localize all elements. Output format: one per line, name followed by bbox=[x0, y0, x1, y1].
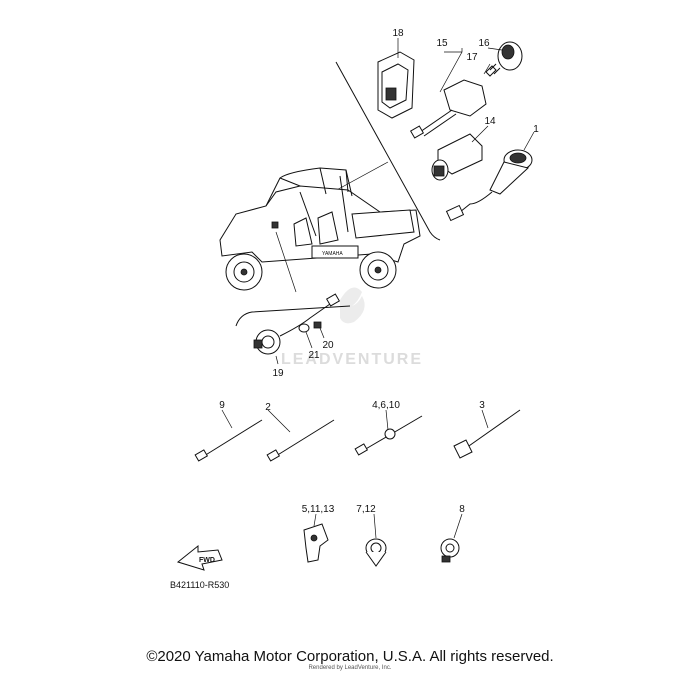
group-bracket-lower bbox=[235, 305, 351, 327]
callout-3: 3 bbox=[479, 400, 485, 411]
callout-14: 14 bbox=[484, 116, 496, 127]
callout-2: 2 bbox=[265, 402, 271, 413]
part-20-nut bbox=[313, 321, 325, 339]
part-16-knob bbox=[487, 41, 523, 71]
part-7-12-clip bbox=[365, 513, 387, 567]
svg-text:YAMAHA: YAMAHA bbox=[322, 251, 343, 257]
part-code: B421110-R530 bbox=[170, 580, 229, 590]
part-2-cable-tie bbox=[266, 409, 335, 462]
callout-15: 15 bbox=[436, 38, 448, 49]
watermark: LEADVENTURE bbox=[281, 287, 423, 368]
callout-19: 19 bbox=[272, 368, 284, 379]
fwd-label: FWD bbox=[199, 557, 215, 564]
part-9-cable-tie bbox=[194, 409, 263, 462]
part-19-harness bbox=[253, 293, 341, 365]
callout-20: 20 bbox=[322, 340, 334, 351]
group-bracket-upper bbox=[335, 61, 441, 241]
part-1-socket bbox=[445, 131, 535, 222]
part-15-switch bbox=[409, 48, 487, 139]
callout-16: 16 bbox=[478, 38, 490, 49]
part-21-washer bbox=[298, 323, 313, 349]
callout-1: 1 bbox=[533, 124, 539, 135]
callout-7-12: 7,12 bbox=[356, 504, 376, 515]
part-3-cable-tie bbox=[453, 409, 521, 459]
callout-21: 21 bbox=[308, 350, 320, 361]
callout-18: 18 bbox=[392, 28, 404, 39]
callout-labels: 1 2 3 4,6,10 5,11,13 7,12 8 9 14 15 16 1… bbox=[219, 28, 539, 515]
callout-5-11-13: 5,11,13 bbox=[302, 504, 335, 515]
part-8-clip bbox=[440, 513, 463, 563]
callout-9: 9 bbox=[219, 400, 225, 411]
vehicle-illustration: YAMAHA bbox=[219, 167, 421, 291]
part-14-sensor bbox=[431, 125, 489, 181]
part-18-module bbox=[377, 38, 415, 119]
rendered-by-note: Rendered by LeadVenture, Inc. bbox=[308, 665, 392, 671]
part-17-spring bbox=[483, 63, 501, 77]
part-4-6-10-clamp-tie bbox=[354, 409, 423, 456]
copyright-footer: ©2020 Yamaha Motor Corporation, U.S.A. A… bbox=[146, 648, 554, 665]
callout-4-6-10: 4,6,10 bbox=[372, 400, 400, 411]
callout-8: 8 bbox=[459, 504, 465, 515]
fwd-arrow-icon: FWD bbox=[176, 544, 223, 571]
part-5-11-13-clip bbox=[303, 513, 329, 563]
watermark-text: LEADVENTURE bbox=[281, 351, 423, 368]
leader-vehicle-to-lower bbox=[275, 231, 297, 293]
callout-17: 17 bbox=[466, 52, 478, 63]
